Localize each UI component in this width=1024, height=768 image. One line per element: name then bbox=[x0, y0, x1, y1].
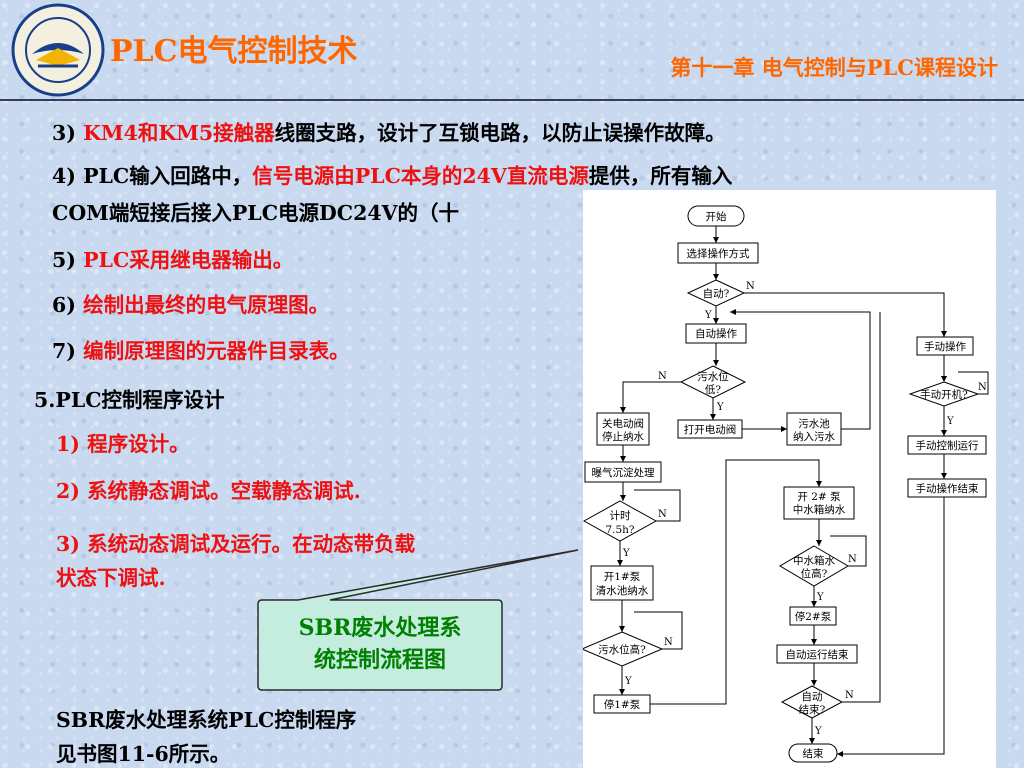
callout-line-2: 统控制流程图 bbox=[313, 647, 446, 673]
sub-item-3: 3) 系统动态调试及运行。在动态带负载 bbox=[56, 532, 416, 556]
flow-n-timer: N bbox=[658, 509, 667, 520]
flow-open-label: 打开电动阀 bbox=[684, 423, 737, 436]
item-4-highlight: 信号电源由PLC本身的24V直流电源 bbox=[252, 164, 589, 188]
flow-y-auto: Y bbox=[704, 310, 712, 321]
item-6: 6) 绘制出最终的电气原理图。 bbox=[52, 288, 329, 318]
flow-start-label: 开始 bbox=[706, 210, 727, 223]
flow-low-q2-label: 低? bbox=[705, 383, 721, 396]
flow-timer1-label: 计时 bbox=[610, 509, 631, 522]
flow-y-manual: Y bbox=[946, 416, 954, 427]
flow-n-high: N bbox=[664, 637, 673, 648]
flow-n-autoend: N bbox=[845, 690, 854, 701]
section-heading: 5.PLC控制程序设计 bbox=[34, 388, 225, 412]
flow-close1-label: 关电动阀 bbox=[602, 417, 644, 430]
flow-mid-q1-label: 中水箱水 bbox=[793, 554, 835, 567]
program-note: SBR废水处理系统PLC控制程序 bbox=[56, 708, 357, 732]
item-4: 4) PLC输入回路中，信号电源由PLC本身的24V直流电源提供，所有输入 bbox=[52, 159, 732, 189]
sub-item-1: 1) 程序设计。 bbox=[56, 432, 190, 456]
flow-auto-q-label: 自动? bbox=[703, 287, 730, 300]
flow-manual-end bbox=[907, 478, 987, 498]
sbr-flowchart: 开始 选择操作方式 自动? 自动操作 手动操作 污水位 低? 关电动阀 停止纳水… bbox=[583, 190, 996, 768]
item-4-line2: COM端短接后接入PLC电源DC24V的（十 bbox=[52, 201, 460, 225]
item-3-highlight: KM4和KM5接触器 bbox=[83, 121, 275, 145]
item-4-text: 提供，所有输入 bbox=[588, 164, 733, 188]
flow-pool2-label: 纳入污水 bbox=[793, 430, 835, 443]
flow-autoend-q2-label: 结束? bbox=[799, 703, 826, 716]
callout-text: SBR废水处理系 统控制流程图 bbox=[260, 612, 500, 676]
flow-auto-end-label: 自动运行结束 bbox=[786, 648, 849, 661]
callout-line-1: SBR废水处理系 bbox=[298, 615, 462, 641]
flow-pump1b-label: 清水池纳水 bbox=[596, 584, 649, 597]
flow-mid-q2-label: 位高? bbox=[801, 567, 828, 580]
flow-stop2 bbox=[789, 606, 837, 626]
flow-pump1a-label: 开1#泵 bbox=[604, 571, 641, 583]
sub-item-3-line2: 状态下调试. bbox=[56, 566, 166, 590]
header-divider bbox=[0, 99, 1024, 101]
flow-low-q1-label: 污水位 bbox=[697, 370, 729, 383]
flow-y-low: Y bbox=[716, 402, 724, 413]
flow-autoend-q1-label: 自动 bbox=[802, 690, 823, 703]
item-6-number: 6) bbox=[52, 293, 84, 317]
item-3: 3) KM4和KM5接触器线圈支路，设计了互锁电路，以防止误操作故障。 bbox=[52, 116, 726, 146]
flow-n-mid: N bbox=[848, 554, 857, 565]
flow-y-high: Y bbox=[624, 676, 632, 687]
flow-end-label: 结束 bbox=[803, 747, 824, 760]
flow-y-autoend: Y bbox=[814, 726, 822, 737]
flow-stop2-label: 停2#泵 bbox=[795, 610, 832, 623]
chapter-title: 第十一章 电气控制与PLC课程设计 bbox=[670, 55, 998, 80]
university-logo-icon bbox=[11, 3, 105, 97]
callout-bubble bbox=[257, 549, 579, 691]
flow-auto-op-label: 自动操作 bbox=[695, 327, 737, 340]
flow-y-timer: Y bbox=[622, 548, 630, 559]
flow-pump2b-label: 中水箱纳水 bbox=[793, 503, 846, 516]
flow-man-run-label: 手动控制运行 bbox=[916, 439, 979, 452]
flow-manual-run bbox=[907, 435, 987, 455]
flow-auto-end bbox=[776, 644, 858, 664]
flow-close2-label: 停止纳水 bbox=[602, 430, 644, 443]
flow-high-q-label: 污水位高? bbox=[598, 643, 646, 656]
item-7: 7) 编制原理图的元器件目录表。 bbox=[52, 334, 350, 364]
header: PLC电气控制技术 第十一章 电气控制与PLC课程设计 bbox=[0, 0, 1024, 101]
flow-n-low: N bbox=[658, 371, 667, 382]
flow-timer2-label: 7.5h? bbox=[605, 524, 634, 536]
flow-select-label: 选择操作方式 bbox=[687, 247, 750, 260]
flow-manual-op-label: 手动操作 bbox=[924, 340, 966, 353]
flow-stop1-label: 停1#泵 bbox=[604, 698, 641, 711]
flow-man-q-label: 手动开机? bbox=[920, 388, 968, 401]
item-5-highlight: PLC采用继电器输出。 bbox=[83, 248, 294, 272]
flow-pump2a-label: 开 2# 泵 bbox=[797, 491, 841, 503]
flow-select bbox=[677, 242, 759, 264]
item-3-text: 线圈支路，设计了互锁电路，以防止误操作故障。 bbox=[274, 121, 726, 145]
item-4-number: 4) PLC输入回路中， bbox=[52, 164, 253, 188]
flow-pool1-label: 污水池 bbox=[798, 417, 830, 430]
item-5-number: 5) bbox=[52, 248, 84, 272]
sub-item-2: 2) 系统静态调试。空载静态调试. bbox=[56, 479, 361, 503]
flow-y-mid: Y bbox=[816, 592, 824, 603]
item-3-number: 3) bbox=[52, 121, 84, 145]
item-6-highlight: 绘制出最终的电气原理图。 bbox=[83, 293, 330, 317]
flow-n-manual: N bbox=[978, 382, 987, 393]
item-7-number: 7) bbox=[52, 339, 84, 363]
item-7-highlight: 编制原理图的元器件目录表。 bbox=[83, 339, 350, 363]
flow-n-auto: N bbox=[746, 281, 755, 292]
app-title: PLC电气控制技术 bbox=[110, 34, 358, 69]
program-note-line2: 见书图11-6所示。 bbox=[56, 742, 231, 766]
item-5: 5) PLC采用继电器输出。 bbox=[52, 243, 293, 273]
flow-manual-op bbox=[916, 336, 974, 356]
flow-man-end-label: 手动操作结束 bbox=[916, 482, 979, 495]
flow-aer-label: 曝气沉淀处理 bbox=[592, 466, 655, 479]
